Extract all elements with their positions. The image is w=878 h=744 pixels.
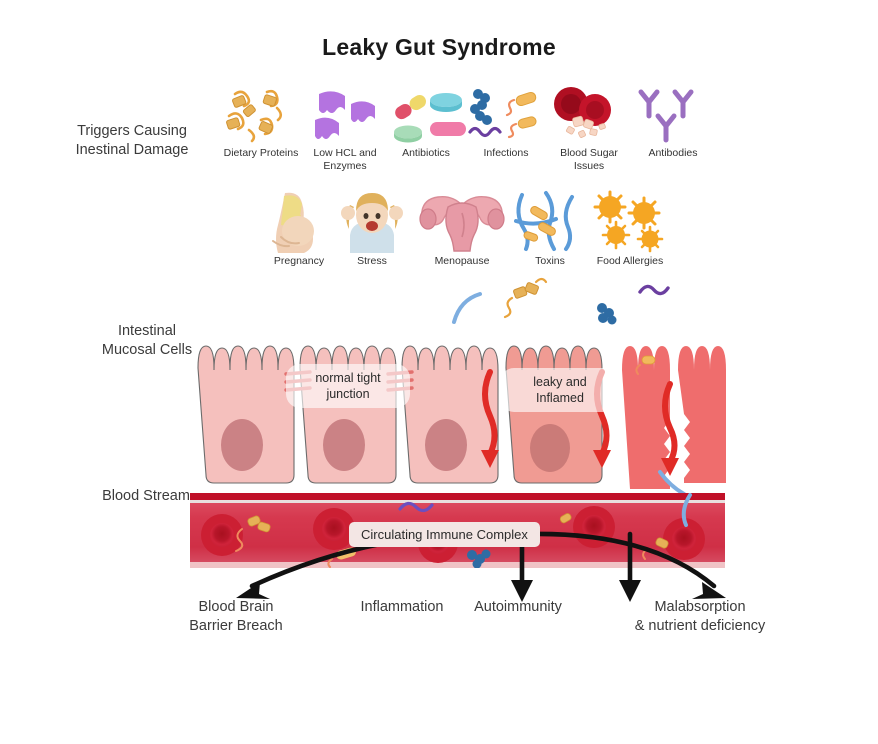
trigger-dietary-proteins: Dietary Proteins [213, 86, 309, 160]
toxins-fibers-icon [502, 191, 598, 253]
outcome-inflammation: Inflammation [332, 598, 472, 617]
trigger-label: Blood Sugar Issues [541, 147, 637, 173]
vessel-wall-top [190, 493, 725, 500]
outcome-line1: Inflammation [360, 599, 444, 615]
row-label-mucosa: Intestinal Mucosal Cells [82, 322, 212, 360]
trigger-label: Stress [357, 255, 387, 267]
outcome-line1: Autoimmunity [474, 599, 562, 615]
epithelial-cell-healthy-3 [401, 345, 499, 484]
trigger-stress: Stress [322, 191, 422, 268]
outcome-autoimmunity: Autoimmunity [448, 598, 588, 617]
outcome-line2: & nutrient deficiency [634, 618, 766, 634]
page-title: Leaky Gut Syndrome [322, 34, 556, 60]
leak-arrow-3 [661, 381, 679, 476]
label-line2: junction [326, 387, 370, 401]
trigger-label-line2: Issues [573, 160, 605, 172]
outcome-line1: Blood Brain [198, 599, 274, 615]
outcome-line2: Barrier Breach [189, 618, 283, 634]
trigger-label: Menopause [434, 255, 490, 267]
pregnant-woman-icon [251, 191, 347, 253]
trigger-label: Dietary Proteins [223, 147, 299, 159]
blood-sugar-cells-icon [543, 86, 635, 144]
row-label-triggers-line1: Triggers Causing [77, 123, 187, 139]
epithelial-cell-inflamed [505, 345, 603, 484]
trigger-label-line1: Low HCL and [313, 147, 377, 159]
trigger-label: Pregnancy [273, 255, 325, 267]
trigger-food-allergies: Food Allergies [580, 190, 680, 268]
outcome-blood-brain-barrier-breach: Blood Brain Barrier Breach [156, 598, 316, 636]
trigger-label-line1: Blood Sugar [560, 147, 618, 159]
pills-capsules-icon [380, 86, 472, 144]
trigger-label: Food Allergies [596, 255, 664, 267]
trigger-label: Antibiotics [402, 147, 450, 159]
outcome-malabsorption: Malabsorption & nutrient deficiency [600, 598, 800, 636]
trigger-low-hcl-enzymes: Low HCL and Enzymes [297, 86, 393, 173]
row-label-mucosa-line2: Mucosal Cells [101, 342, 193, 358]
protein-strands-icon [215, 86, 307, 144]
trigger-pregnancy: Pregnancy [249, 191, 349, 268]
toxin-entering-bloodstream-icon [658, 470, 686, 496]
protein-particle-icon [503, 277, 548, 319]
trigger-infections: Infections [458, 86, 554, 160]
trigger-label: Infections [483, 147, 529, 159]
trigger-antibiotics: Antibiotics [378, 86, 474, 160]
epithelial-cell-healthy-1 [197, 345, 295, 484]
row-label-blood-stream: Blood Stream [102, 488, 190, 504]
epithelial-cell-damaged-2 [678, 346, 726, 483]
trigger-label: Low HCL and Enzymes [297, 147, 393, 173]
antibody-y-icon [627, 86, 719, 144]
epithelial-cell-damaged-1 [622, 346, 670, 489]
trigger-blood-sugar-issues: Blood Sugar Issues [541, 86, 637, 173]
trigger-label: Antibodies [648, 147, 698, 159]
label-line1: leaky and [533, 375, 587, 389]
intestinal-epithelium: normal tight junction leaky and Inflamed [190, 312, 726, 500]
bacteria-virus-icon [460, 86, 552, 144]
row-label-triggers-line2: Inestinal Damage [75, 142, 189, 158]
floating-particles-group [452, 277, 670, 325]
vessel-wall-highlight [190, 500, 725, 503]
stressed-woman-icon [324, 191, 420, 253]
circulating-immune-complex-label: Circulating Immune Complex [349, 522, 540, 547]
row-label-mucosa-line1: Intestinal [117, 323, 177, 339]
trigger-antibodies: Antibodies [625, 86, 721, 160]
uterus-icon [414, 191, 510, 253]
vessel-wall-bottom [190, 562, 725, 568]
allergen-spheres-icon [582, 190, 678, 253]
trigger-toxins: Toxins [500, 191, 600, 268]
escaping-particle-icon [635, 355, 656, 375]
bacteria-particle-icon [597, 303, 617, 325]
trigger-label-line2: Enzymes [323, 160, 367, 172]
label-line1: normal tight [315, 371, 381, 385]
normal-tight-junction-label: normal tight junction [286, 364, 410, 408]
enzyme-blobs-icon [299, 86, 391, 144]
toxin-fiber-icon [452, 292, 482, 324]
trigger-label: Toxins [535, 255, 565, 267]
arrow-heads [236, 580, 726, 602]
leak-arrow-1 [481, 369, 499, 468]
label-line2: Inflamed [536, 391, 584, 405]
trigger-menopause: Menopause [412, 191, 512, 268]
leaky-inflamed-label: leaky and Inflamed [500, 368, 620, 412]
outcome-line1: Malabsorption [654, 599, 746, 615]
row-label-triggers: Triggers Causing Inestinal Damage [52, 122, 212, 160]
virus-squiggle-icon [638, 284, 670, 296]
